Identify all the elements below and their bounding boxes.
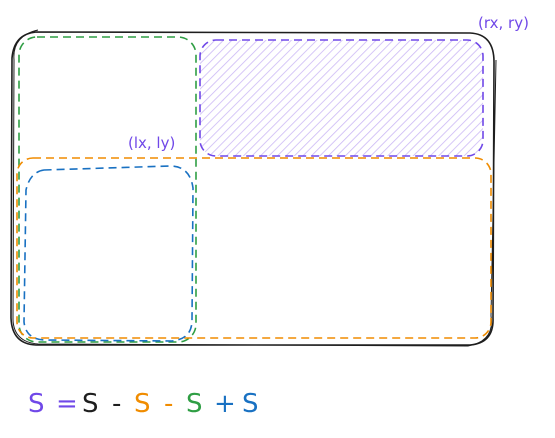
formula-eq: = bbox=[56, 389, 78, 419]
formula-term-blue: S bbox=[242, 389, 259, 419]
matrix-outline bbox=[10, 31, 495, 346]
formula-term-orange: S bbox=[134, 389, 151, 419]
formula-term-green: S bbox=[186, 389, 203, 419]
formula-term-total: S bbox=[82, 389, 99, 419]
formula: S = S - S - S + S bbox=[28, 389, 259, 419]
formula-op-2: - bbox=[164, 389, 173, 419]
green-region bbox=[18, 36, 197, 343]
purple-region bbox=[199, 39, 484, 157]
blue-region bbox=[23, 165, 194, 342]
formula-lhs: S bbox=[28, 389, 45, 419]
label-lx-ly: (lx, ly) bbox=[128, 134, 175, 152]
formula-op-1: - bbox=[112, 389, 121, 419]
matrix-outline-sketch bbox=[12, 29, 497, 347]
orange-region bbox=[16, 157, 492, 339]
label-rx-ry: (rx, ry) bbox=[478, 14, 529, 32]
formula-op-3: + bbox=[214, 389, 236, 419]
